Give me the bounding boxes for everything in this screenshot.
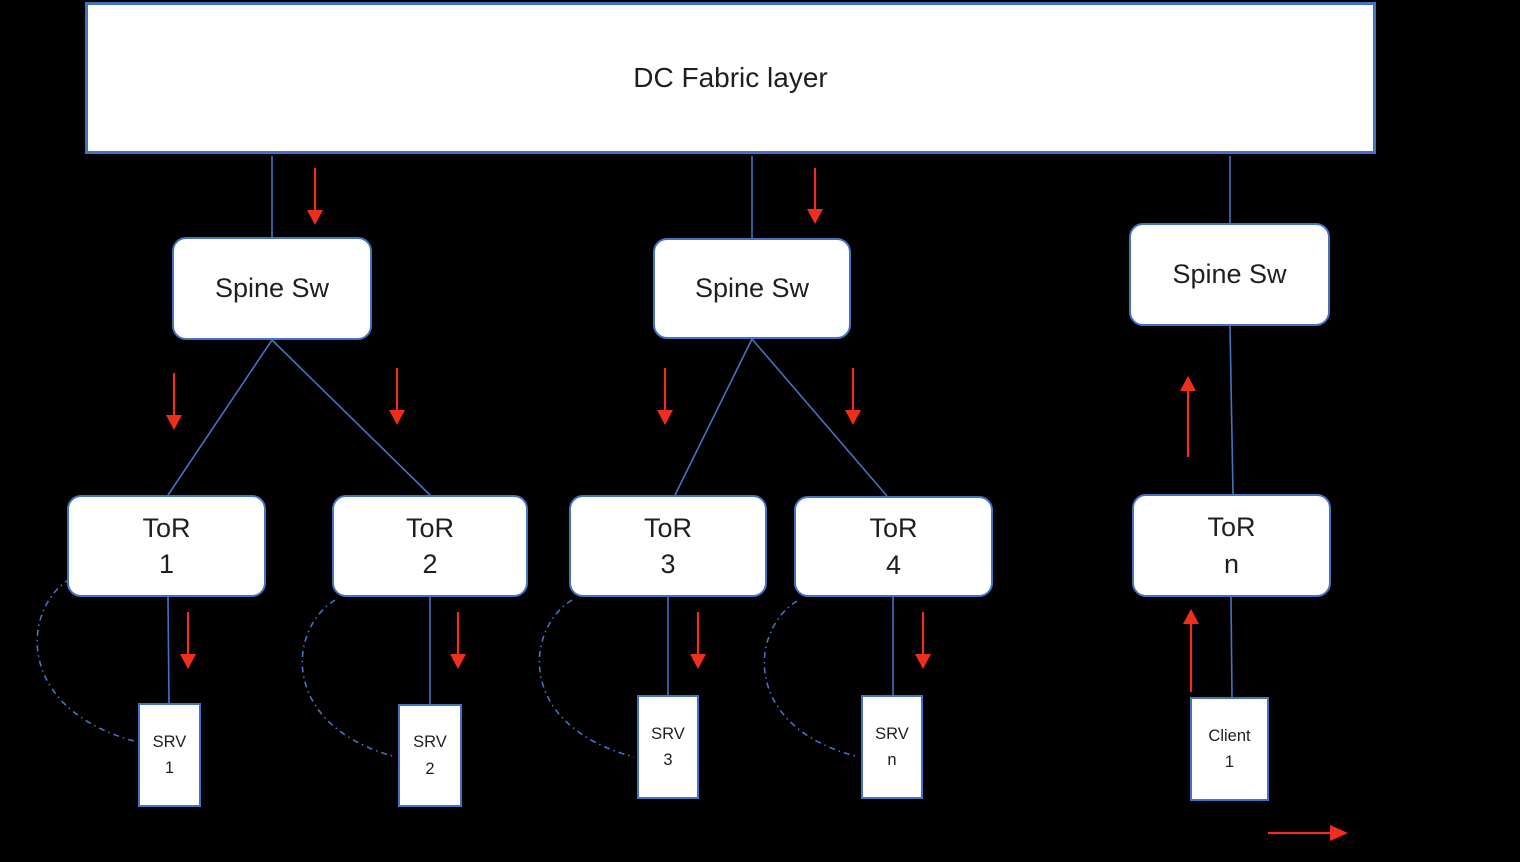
tor-switch-2-label: ToR [405, 512, 454, 543]
spine-switch-1: Spine Sw [172, 237, 372, 340]
tor-switch-1-label: ToR [142, 512, 191, 543]
tor-switch-n-number: n [1223, 548, 1240, 579]
tor-switch-2-number: 2 [422, 549, 438, 579]
server-1-label: SRV [152, 732, 187, 751]
tor-switch-3: ToR 3 [569, 495, 767, 597]
tor-switch-4: ToR 4 [794, 496, 993, 597]
tor-switch-1: ToR 1 [67, 495, 266, 597]
loopback-arc-tor4-srvn [763, 600, 860, 758]
tor-switch-1-number: 1 [158, 549, 175, 579]
spine-switch-1-label: Spine Sw [214, 273, 330, 304]
connector-spine2-tor3 [674, 338, 753, 496]
loopback-arc-tor2-srv2 [301, 599, 397, 758]
tor-switch-3-number: 3 [660, 549, 676, 579]
connector-tor1-srv1 [167, 596, 170, 705]
flow-arrow-down-tor1-srv1 [180, 612, 196, 669]
flow-arrow-down-fabric-spine1 [307, 168, 323, 225]
flow-arrow-down-spine1-tor2 [389, 368, 405, 425]
flow-arrow-up-client1-torn [1183, 609, 1199, 692]
server-2: SRV 2 [398, 704, 462, 807]
spine-switch-3-label: Spine Sw [1172, 259, 1287, 290]
flow-arrow-down-spine2-tor4 [845, 368, 861, 425]
server-n-number: n [887, 751, 897, 769]
tor-switch-4-number: 4 [885, 549, 902, 580]
server-n-label: SRV [875, 724, 909, 743]
connector-spine3-torn [1229, 325, 1234, 495]
dc-fabric-label: DC Fabric layer [633, 62, 828, 94]
spine-switch-2-label: Spine Sw [694, 273, 810, 304]
client-1: Client 1 [1190, 697, 1269, 801]
connector-spine1-tor1 [167, 339, 273, 496]
server-3-label: SRV [651, 724, 685, 743]
connector-torn-client1 [1230, 596, 1233, 699]
server-2-number: 2 [425, 759, 435, 778]
flow-arrow-down-spine2-tor3 [657, 368, 673, 425]
flow-arrow-up-torn-spine3 [1180, 376, 1196, 457]
server-2-label: SRV [413, 733, 447, 752]
connector-spine2-tor4 [751, 338, 888, 497]
flow-arrow-down-tor2-srv2 [450, 612, 466, 669]
flow-arrow-down-tor4-srvn [915, 612, 931, 669]
server-3: SRV 3 [637, 695, 699, 799]
server-1: SRV 1 [138, 703, 201, 807]
server-1-number: 1 [164, 759, 175, 777]
flow-arrow-down-tor3-srv3 [690, 612, 706, 669]
tor-switch-n: ToR n [1132, 494, 1331, 597]
client-1-label: Client [1208, 726, 1251, 745]
server-n: SRV n [861, 695, 923, 799]
flow-arrow-down-spine1-tor1 [166, 373, 182, 430]
client-1-number: 1 [1224, 753, 1235, 771]
tor-switch-4-label: ToR [869, 513, 918, 544]
flow-arrow-down-fabric-spine2 [807, 168, 823, 224]
tor-switch-2: ToR 2 [332, 495, 528, 597]
flow-arrow-right-bottom [1268, 825, 1348, 841]
connector-spine1-tor2 [271, 339, 431, 496]
loopback-arc-tor1-srv1 [36, 578, 135, 742]
spine-switch-2: Spine Sw [653, 238, 851, 339]
dc-fabric-box: DC Fabric layer [85, 2, 1376, 154]
spine-switch-3: Spine Sw [1129, 223, 1330, 326]
loopback-arc-tor3-srv3 [538, 599, 635, 758]
tor-switch-3-label: ToR [643, 512, 692, 543]
tor-switch-n-label: ToR [1207, 512, 1256, 543]
server-3-number: 3 [663, 751, 673, 769]
